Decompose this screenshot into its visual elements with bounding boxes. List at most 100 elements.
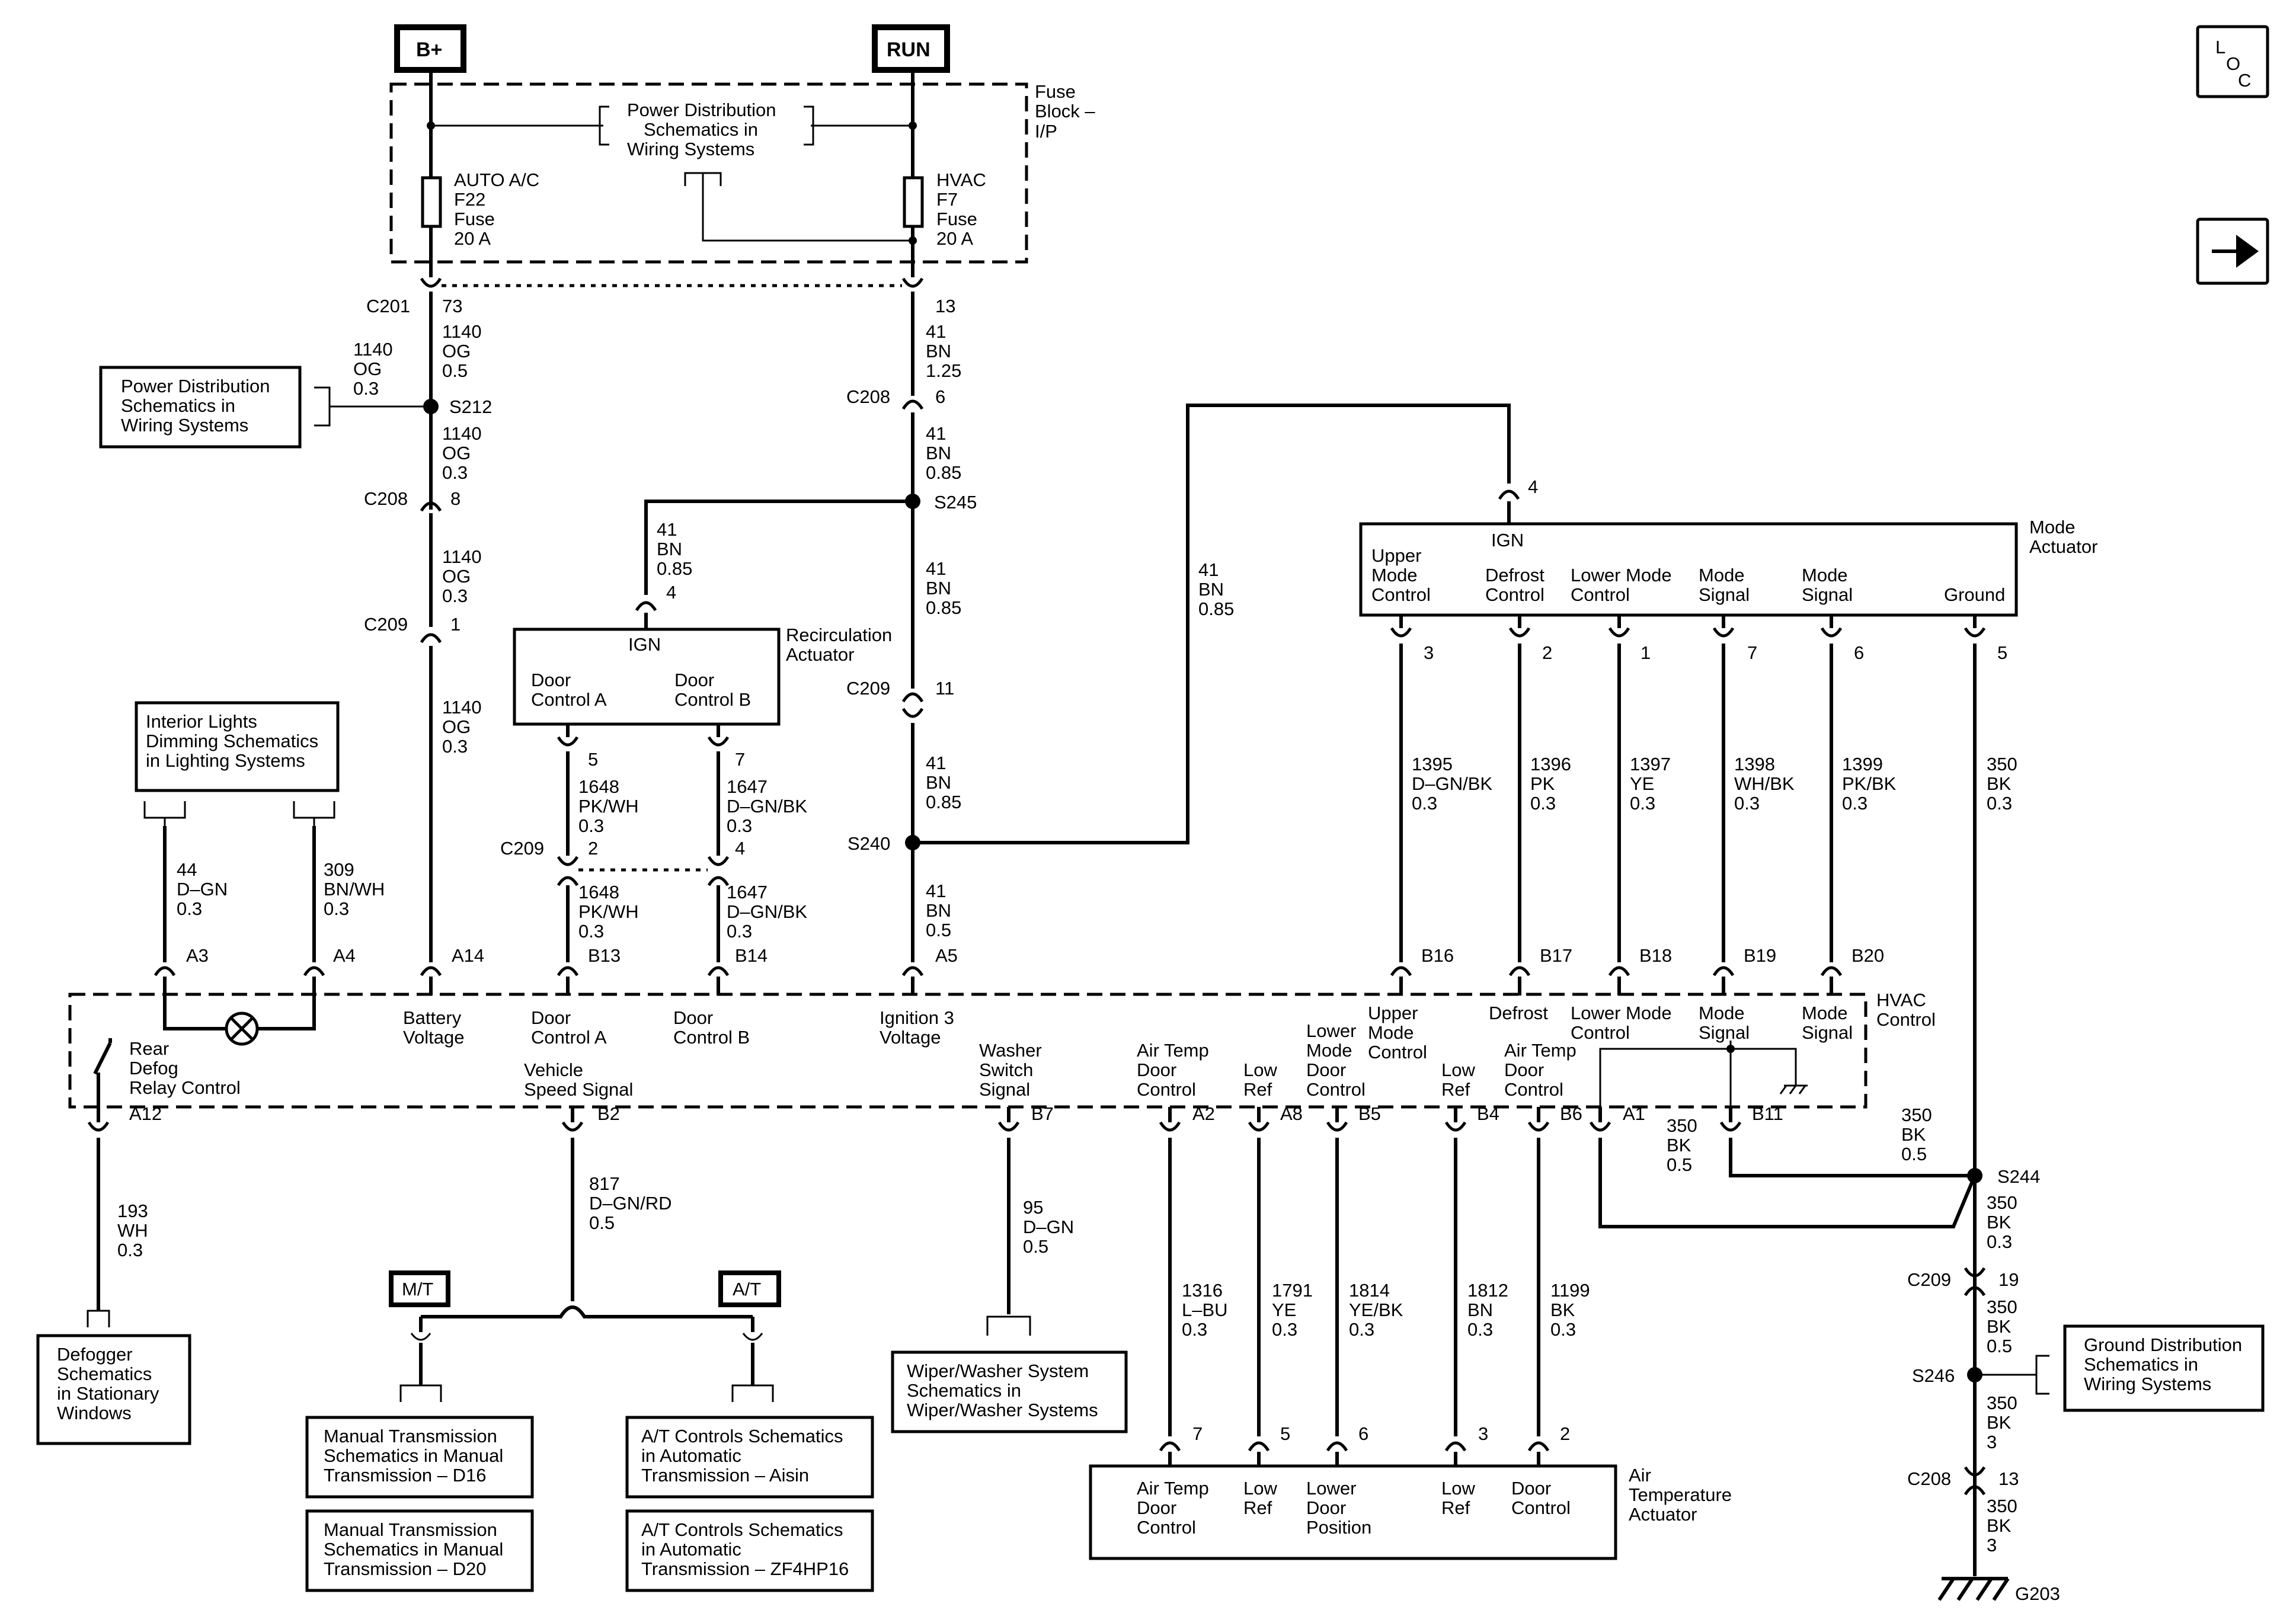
w1647-b-1: 1647 — [727, 882, 768, 902]
w1398-3: 0.3 — [1734, 793, 1760, 814]
w1140-d-3: 0.3 — [442, 736, 468, 757]
hvac-mode-sig1-2: Signal — [1699, 1022, 1750, 1043]
w1140-a-2: OG — [442, 341, 471, 361]
ata-title-2: Temperature — [1629, 1484, 1732, 1505]
at-pin-5: 5 — [1280, 1423, 1290, 1444]
hvac-rear-defog-3: Relay Control — [129, 1077, 241, 1098]
w1398-2: WH/BK — [1734, 773, 1795, 794]
c209a-label: C209 — [364, 614, 408, 635]
w44-2: D–GN — [177, 879, 228, 900]
w350-c-2: BK — [1901, 1124, 1926, 1145]
w1648-a-2: PK/WH — [578, 796, 639, 817]
loc-letter-c: C — [2238, 70, 2251, 91]
mt-d16-2: Schematics in Manual — [324, 1445, 503, 1466]
w41-recirc-2: BN — [657, 539, 682, 559]
hvac-pin-a5: A5 — [935, 945, 958, 966]
hvac-pin-b16: B16 — [1421, 945, 1454, 966]
hvac-lowref2-2: Ref — [1441, 1079, 1470, 1100]
fuse-f7-label-3: Fuse — [936, 209, 977, 229]
mode-pin-1: 1 — [1641, 642, 1651, 663]
c208c-label: C208 — [1907, 1468, 1951, 1489]
ata-ldp-1: Lower — [1306, 1478, 1356, 1499]
w1647-a-3: 0.3 — [727, 815, 752, 836]
fuse-block-label-2: Block – — [1035, 101, 1095, 121]
at-aisin-1: A/T Controls Schematics — [641, 1426, 843, 1446]
s245-label: S245 — [934, 492, 977, 513]
mode-upper-2: Mode — [1371, 565, 1418, 585]
at-zf-box — [625, 1509, 874, 1592]
fuse-f22-label-4: 20 A — [454, 228, 491, 249]
power-dist-left-box — [99, 366, 302, 449]
ata-title-1: Air — [1629, 1465, 1651, 1486]
c201-label: C201 — [366, 296, 410, 316]
w41-b-3: 0.85 — [926, 462, 961, 483]
mode-signal1-2: Signal — [1699, 584, 1750, 605]
hvac-washer-3: Signal — [979, 1079, 1030, 1100]
hvac-lower-mode-1: Lower Mode — [1571, 1003, 1672, 1023]
ata-airtemp-2: Door — [1137, 1497, 1176, 1518]
recirc-actuator-box — [513, 628, 781, 726]
w1140-c-1: 1140 — [442, 546, 482, 567]
at-zf-3: Transmission – ZF4HP16 — [641, 1558, 849, 1579]
hvac-upper-1: Upper — [1368, 1003, 1418, 1023]
w1140-side-1: 1140 — [353, 339, 393, 360]
mode-signal2-1: Mode — [1802, 565, 1848, 585]
w95-2: D–GN — [1023, 1217, 1074, 1237]
hvac-lowermdc-2: Mode — [1306, 1040, 1352, 1061]
w1397-2: YE — [1630, 773, 1654, 794]
defogger-3: in Stationary — [57, 1383, 159, 1404]
w350-g-2: BK — [1987, 1515, 2012, 1536]
hvac-washer-1: Washer — [979, 1040, 1042, 1061]
at-pin-3: 3 — [1478, 1423, 1488, 1444]
mode-pin-2: 2 — [1542, 642, 1552, 663]
w1316-3: 0.3 — [1182, 1319, 1207, 1340]
w350-f-3: 3 — [1987, 1432, 1997, 1452]
w41-e-2: BN — [926, 900, 951, 921]
w41-a-1: 41 — [926, 321, 946, 342]
w1648-a-1: 1648 — [578, 776, 619, 797]
w1199-3: 0.3 — [1550, 1319, 1576, 1340]
w350-g-3: 3 — [1987, 1535, 1997, 1555]
w1814-3: 0.3 — [1349, 1319, 1374, 1340]
w350-d-1: 350 — [1987, 1192, 2017, 1213]
w41-c-1: 41 — [926, 558, 946, 579]
hvac-pin-b13: B13 — [588, 945, 621, 966]
hvac-airtemp2-2: Door — [1504, 1060, 1544, 1080]
mode-pin-7: 7 — [1747, 642, 1757, 663]
fuse-f7-label-4: 20 A — [936, 228, 973, 249]
w1648-b-3: 0.3 — [578, 921, 604, 942]
recirc-pin-4: 4 — [666, 582, 676, 603]
hvac-airtemp-3: Control — [1137, 1079, 1196, 1100]
hvac-lowermdc-1: Lower — [1306, 1020, 1356, 1041]
wiper-box — [891, 1350, 1128, 1433]
at-pin-6: 6 — [1358, 1423, 1368, 1444]
hvac-upper-3: Control — [1368, 1042, 1427, 1062]
w41-b-1: 41 — [926, 423, 946, 444]
ground-g203-icon — [1937, 1577, 2010, 1601]
mode-ign: IGN — [1491, 530, 1524, 550]
hvac-airtemp2-1: Air Temp — [1504, 1040, 1576, 1061]
at-zf-2: in Automatic — [641, 1539, 741, 1560]
w1140-b-3: 0.3 — [442, 462, 468, 483]
hvac-pin-a1: A1 — [1623, 1103, 1645, 1124]
w309-1: 309 — [324, 859, 354, 880]
fuse-block-outline — [389, 82, 1028, 264]
w41-recirc-1: 41 — [657, 519, 677, 540]
defogger-box — [36, 1334, 191, 1445]
w1395-3: 0.3 — [1412, 793, 1437, 814]
w1791-2: YE — [1272, 1299, 1296, 1320]
w1647-a-2: D–GN/BK — [727, 796, 807, 817]
c208b-pin: 6 — [935, 386, 945, 407]
loc-icon[interactable]: L O C — [2196, 25, 2269, 98]
next-page-arrow-icon[interactable] — [2196, 217, 2269, 285]
loc-letter-o: O — [2226, 53, 2240, 74]
air-temp-actuator-box — [1089, 1464, 1617, 1560]
wiper-1: Wiper/Washer System — [907, 1361, 1089, 1381]
c208b-label: C208 — [846, 386, 890, 407]
pd-left-3: Wiring Systems — [121, 415, 248, 436]
w1399-2: PK/BK — [1842, 773, 1897, 794]
ata-ldp-3: Position — [1306, 1517, 1371, 1538]
mode-pin-3: 3 — [1424, 642, 1434, 663]
pd-top-2: Schematics in — [644, 119, 758, 140]
ata-airtemp-1: Air Temp — [1137, 1478, 1209, 1499]
